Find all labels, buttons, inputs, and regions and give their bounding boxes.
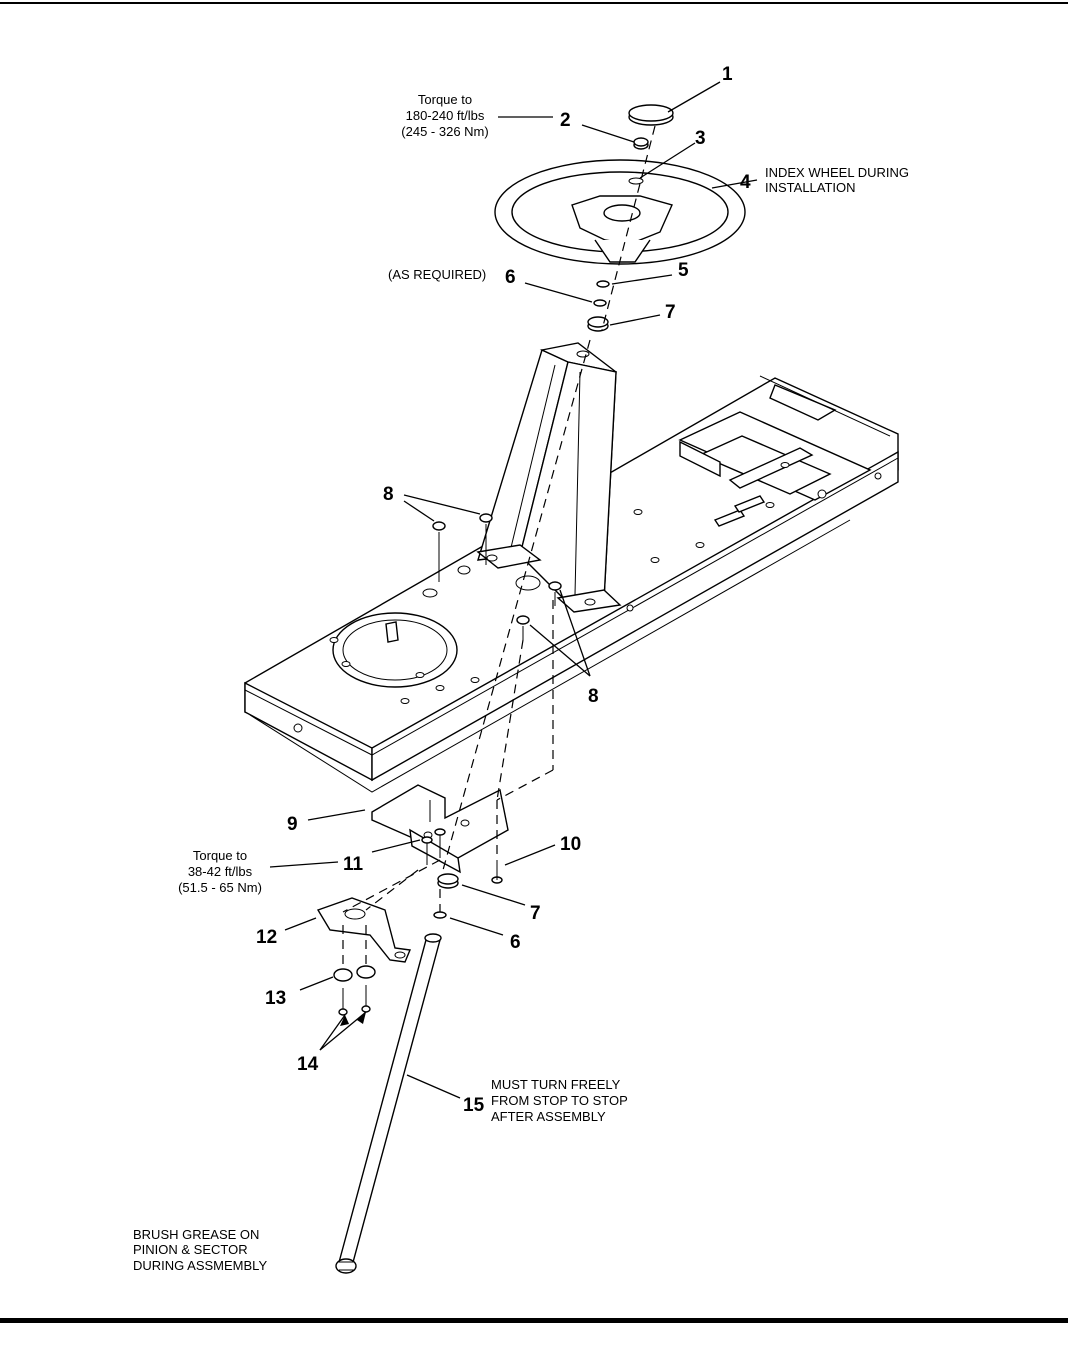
steering-shaft [335, 933, 442, 1274]
callout-5: 5 [678, 260, 689, 281]
index-wheel-note: INDEX WHEEL DURING INSTALLATION [765, 165, 909, 195]
svg-text:MUST TURN FREELY: MUST TURN FREELY [491, 1077, 621, 1092]
callout-14: 14 [297, 1054, 319, 1075]
svg-text:INSTALLATION: INSTALLATION [765, 180, 856, 195]
callout-6-lower: 6 [510, 932, 521, 953]
svg-text:INDEX WHEEL DURING: INDEX WHEEL DURING [765, 165, 909, 180]
callout-2: 2 [560, 110, 571, 131]
callout-8-upper: 8 [383, 484, 394, 505]
bracket-bolts [421, 828, 503, 884]
steering-support-tower [476, 342, 622, 613]
svg-text:38-42 ft/lbs: 38-42 ft/lbs [188, 864, 253, 879]
callout-11: 11 [343, 854, 364, 875]
torque-note-lower: Torque to 38-42 ft/lbs (51.5 - 65 Nm) [178, 848, 262, 895]
as-required-note: (AS REQUIRED) [388, 267, 486, 282]
callout-4: 4 [740, 172, 751, 193]
turn-freely-note: MUST TURN FREELY FROM STOP TO STOP AFTER… [491, 1077, 628, 1124]
torque-note-upper: Torque to 180-240 ft/lbs (245 - 326 Nm) [401, 92, 488, 139]
callout-15: 15 [463, 1095, 485, 1116]
svg-text:FROM STOP TO STOP: FROM STOP TO STOP [491, 1093, 628, 1108]
top-rule [0, 2, 1068, 4]
callout-13: 13 [265, 988, 286, 1009]
sector-bolts [338, 985, 371, 1016]
callout-numbers: 1 2 3 4 5 6 7 8 8 9 10 11 7 12 6 13 14 1… [256, 64, 751, 1116]
callout-7-upper: 7 [665, 302, 676, 323]
hex-nut [633, 137, 649, 150]
upper-washers-bushing [587, 280, 610, 332]
svg-text:AFTER ASSEMBLY: AFTER ASSEMBLY [491, 1109, 606, 1124]
hub-cap [628, 104, 674, 126]
svg-text:BRUSH GREASE ON: BRUSH GREASE ON [133, 1227, 259, 1242]
svg-text:(245 - 326 Nm): (245 - 326 Nm) [401, 124, 488, 139]
callout-8-lower: 8 [588, 686, 599, 707]
grease-note: BRUSH GREASE ON PINION & SECTOR DURING A… [133, 1227, 267, 1273]
callout-6-upper: 6 [505, 267, 516, 288]
alignment-centerlines [342, 125, 656, 968]
svg-text:Torque to: Torque to [193, 848, 247, 863]
callout-7-lower: 7 [530, 903, 541, 924]
callout-3: 3 [695, 128, 706, 149]
callout-1: 1 [722, 64, 733, 85]
lower-bushing-washer [433, 873, 459, 919]
mount-hardware [432, 513, 562, 640]
bottom-rule [0, 1318, 1068, 1323]
callout-9: 9 [287, 814, 298, 835]
svg-text:(51.5 - 65 Nm): (51.5 - 65 Nm) [178, 880, 262, 895]
lock-nuts [333, 965, 376, 982]
sector-plate [316, 897, 411, 963]
callout-12: 12 [256, 927, 277, 948]
leader-lines [269, 81, 758, 1099]
svg-text:Torque to: Torque to [418, 92, 472, 107]
svg-text:180-240 ft/lbs: 180-240 ft/lbs [406, 108, 485, 123]
callout-10: 10 [560, 834, 581, 855]
svg-text:PINION & SECTOR: PINION & SECTOR [133, 1242, 248, 1257]
steering-wheel [494, 159, 746, 265]
svg-text:DURING ASSMEMBLY: DURING ASSMEMBLY [133, 1258, 267, 1273]
